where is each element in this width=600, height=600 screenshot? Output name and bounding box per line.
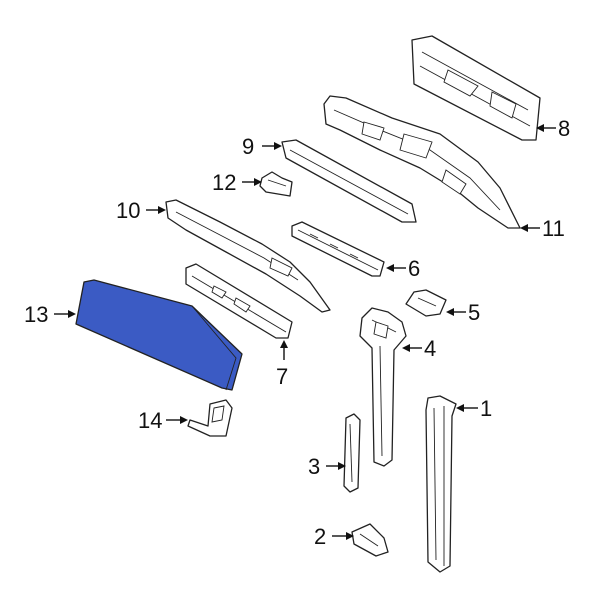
callout-12: 12	[212, 170, 262, 195]
part-13	[75, 279, 243, 391]
callout-14: 14	[138, 408, 188, 433]
part-6	[291, 221, 385, 277]
part-8	[411, 35, 541, 141]
callout-6: 6	[386, 256, 420, 281]
part-3	[343, 413, 361, 493]
part-14	[187, 399, 233, 437]
callout-2-label: 2	[314, 524, 326, 549]
part-11	[323, 95, 521, 229]
callout-3-label: 3	[308, 454, 320, 479]
callout-10: 10	[116, 198, 166, 223]
part-9	[281, 139, 417, 223]
part-10	[165, 199, 331, 313]
callout-14-label: 14	[138, 408, 162, 433]
callout-7-label: 7	[276, 364, 288, 389]
callout-11-label: 11	[542, 216, 565, 241]
part-4	[359, 307, 407, 467]
callout-5: 5	[446, 300, 480, 325]
part-2	[351, 523, 389, 557]
part-13-panel	[75, 279, 243, 391]
callout-13: 13	[24, 302, 76, 327]
callout-9-label: 9	[242, 134, 254, 159]
callout-6-label: 6	[408, 256, 420, 281]
callout-8: 8	[536, 116, 570, 141]
part-5	[405, 289, 447, 317]
callout-13-label: 13	[24, 302, 48, 327]
callout-10-label: 10	[116, 198, 140, 223]
part-7	[185, 263, 293, 339]
callout-1-label: 1	[480, 396, 492, 421]
callout-2: 2	[314, 524, 354, 549]
part-12	[259, 171, 293, 197]
callout-1: 1	[456, 396, 492, 421]
callout-3: 3	[308, 454, 346, 479]
callout-7: 7	[276, 340, 288, 389]
callout-11: 11	[520, 216, 565, 241]
callout-4: 4	[402, 336, 436, 361]
callout-4-label: 4	[424, 336, 436, 361]
callout-12-label: 12	[212, 170, 236, 195]
part-1	[425, 395, 457, 573]
callout-9: 9	[242, 134, 282, 159]
callout-8-label: 8	[558, 116, 570, 141]
callout-5-label: 5	[468, 300, 480, 325]
